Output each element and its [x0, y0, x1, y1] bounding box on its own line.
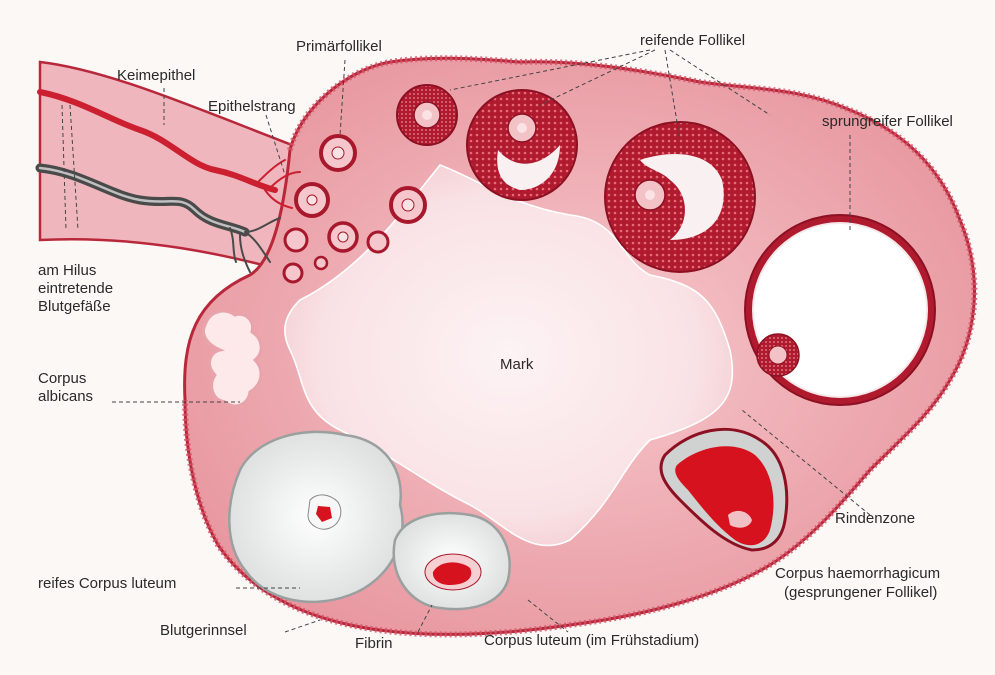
label-blutgerinnsel: Blutgerinnsel — [160, 622, 247, 640]
label-rindenzone: Rindenzone — [835, 510, 915, 528]
follicle-small — [397, 85, 457, 145]
ligament — [40, 62, 305, 275]
label-mark: Mark — [500, 356, 533, 374]
label-hilus-line2: eintretende — [38, 280, 113, 298]
label-haemorrhagicum-line2: (gesprungener Follikel) — [784, 584, 937, 602]
corpus-luteum-early — [394, 513, 510, 609]
label-corpus-albicans-line2: albicans — [38, 388, 93, 406]
corpus-albicans — [203, 311, 261, 406]
follicle-maturing-1 — [467, 90, 577, 200]
label-epithelstrang: Epithelstrang — [208, 98, 296, 116]
label-hilus-line3: Blutgefäße — [38, 298, 111, 316]
corpus-luteum-mature — [229, 432, 402, 602]
label-haemorrhagicum-line1: Corpus haemorrhagicum — [775, 565, 940, 583]
label-keimepithel: Keimepithel — [117, 67, 195, 85]
label-hilus-line1: am Hilus — [38, 262, 96, 280]
label-corpus-albicans-line1: Corpus — [38, 370, 86, 388]
label-reifende-follikel: reifende Follikel — [640, 32, 745, 50]
graafian-follicle — [745, 215, 935, 405]
label-primaerfollikel: Primärfollikel — [296, 38, 382, 56]
follicle-maturing-2 — [605, 122, 755, 272]
label-sprungreifer-follikel: sprungreifer Follikel — [822, 113, 953, 131]
label-corpus-luteum-fruehstadium: Corpus luteum (im Frühstadium) — [484, 632, 699, 650]
label-reifes-corpus-luteum: reifes Corpus luteum — [38, 575, 176, 593]
label-fibrin: Fibrin — [355, 635, 393, 653]
